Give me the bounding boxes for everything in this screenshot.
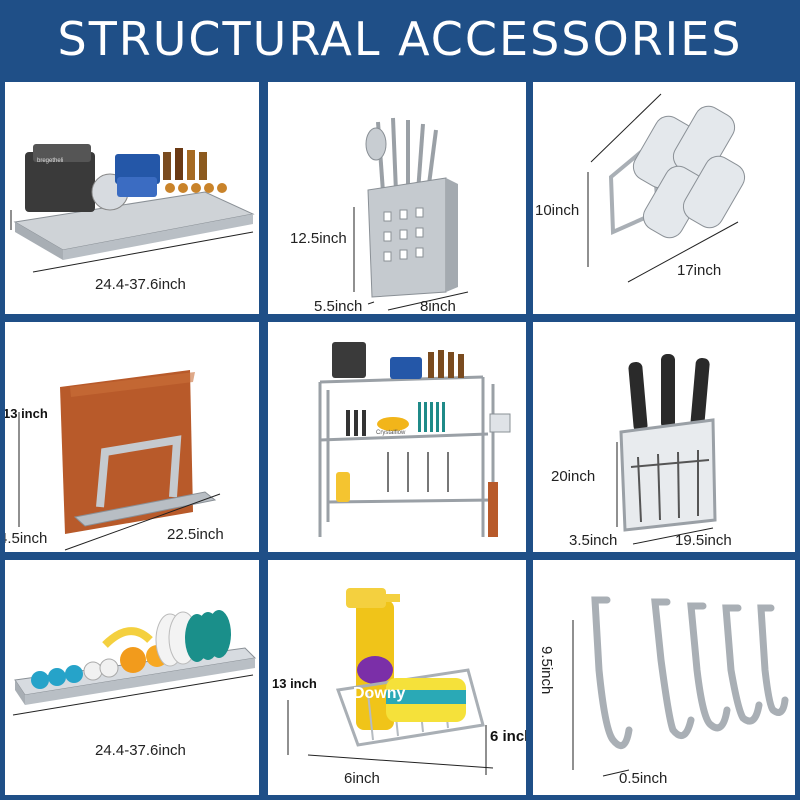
dim-depth: 4.5inch bbox=[5, 530, 48, 547]
dim-width: 19.5inch bbox=[675, 532, 732, 549]
dim-height: 12.5inch bbox=[290, 230, 347, 247]
panel-hooks: 9.5inch 0.5inch bbox=[533, 560, 795, 795]
page-title: STRUCTURAL ACCESSORIES bbox=[57, 12, 743, 66]
dish-drainer-illustration bbox=[12, 610, 257, 716]
utensil-holder-illustration bbox=[353, 117, 469, 311]
logo-crystalflow: Crystalflow bbox=[376, 430, 406, 436]
dim-height: 20inch bbox=[551, 468, 596, 485]
dim-width: 17inch bbox=[677, 262, 722, 279]
dim-depth: 5.5inch bbox=[314, 298, 363, 314]
dim-hook-width: 0.5inch bbox=[619, 770, 668, 787]
panel-knife-holder: 20inch 3.5inch 19.5inch bbox=[533, 322, 795, 552]
logo-downy: Downy bbox=[353, 685, 406, 702]
panel-cutting-board-holder: 13 inch 4.5inch 22.5inch bbox=[5, 322, 259, 552]
dim-height: 9.5inch bbox=[538, 646, 555, 695]
dish-tray-illustration bbox=[10, 144, 255, 273]
dim-height: 13 inch bbox=[272, 676, 317, 691]
panel-dish-tray: bregetheli 24.4-37.6inch bbox=[5, 82, 259, 314]
dim-width: 22.5inch bbox=[167, 526, 224, 543]
panel-full-rack: Crystalflow bbox=[268, 322, 526, 552]
cutting-board-illustration bbox=[18, 370, 221, 551]
dim-length: 24.4-37.6inch bbox=[95, 276, 186, 293]
hooks-illustration bbox=[572, 596, 789, 777]
cup-holder-illustration bbox=[587, 93, 746, 283]
sponge-basket-illustration bbox=[287, 588, 494, 775]
dim-length: 24.4-37.6inch bbox=[95, 742, 186, 759]
dim-width: 8inch bbox=[420, 298, 456, 314]
knife-holder-illustration bbox=[616, 354, 717, 545]
dim-height: 10inch bbox=[535, 202, 580, 219]
dim-width: 6inch bbox=[344, 770, 380, 787]
logo-bregetheli: bregetheli bbox=[37, 158, 64, 164]
panel-sponge-basket: Downy 13 inch 6 inch 6inch bbox=[268, 560, 526, 795]
dim-depth: 6 inch bbox=[490, 728, 526, 745]
full-rack-illustration bbox=[318, 342, 511, 537]
dim-depth: 3.5inch bbox=[569, 532, 618, 549]
panel-cup-holder: 10inch 17inch bbox=[533, 82, 795, 314]
dim-height: 13 inch bbox=[5, 406, 48, 421]
panel-dish-drainer: 24.4-37.6inch bbox=[5, 560, 259, 795]
panel-utensil-holder: 12.5inch 5.5inch 8inch bbox=[268, 82, 526, 314]
